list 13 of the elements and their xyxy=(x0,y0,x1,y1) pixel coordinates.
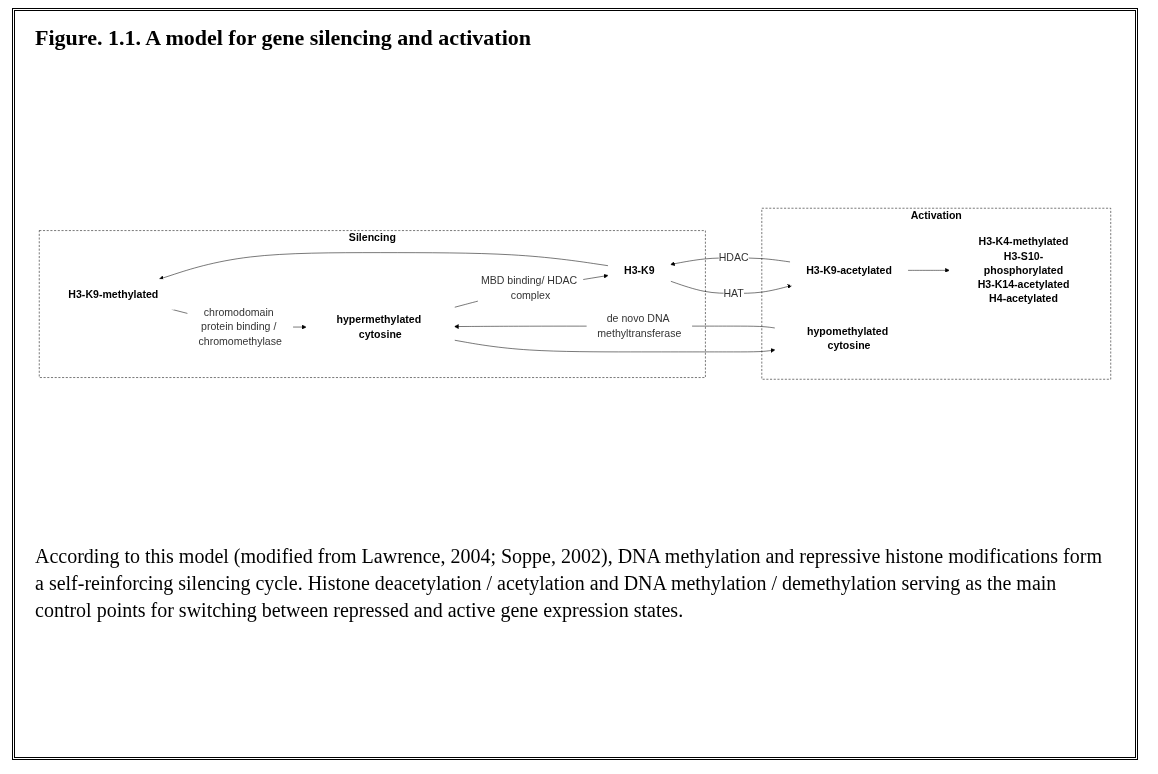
edge-label: de novo DNA methyltransferase xyxy=(597,313,682,340)
edge-label: MBD binding/ HDAC complex xyxy=(480,275,578,302)
node-text: H3-K4-methylated H3-S10-phosphorylated H3-K14-acetylated H4-acetylated xyxy=(977,235,1070,305)
node-text: hypomethylated cytosine xyxy=(807,325,889,352)
edge-label: HAT xyxy=(723,287,744,300)
node-text: H3-K9-methylated xyxy=(68,288,159,301)
node-text: H3-K9-acetylated xyxy=(806,264,892,277)
node-text: hypermethylated cytosine xyxy=(336,314,422,340)
caption: According to this model (modified from Lawrence, 2004; Soppe, 2002), DNA methylation and repressive histone modifications form a self-reinforcing silencing cycle. Histone deacetylation / acetylation and DNA methylation / demethylation serving as the main control points for switching between repressed and active gene expression states. xyxy=(35,544,1103,624)
edge-label: chromodomain protein binding / chromomethylase xyxy=(198,306,282,348)
node-text: H3-K9 xyxy=(624,264,655,277)
edge-label: HDAC xyxy=(718,252,749,264)
figure-title: Figure. 1.1. A model for gene silencing and activation xyxy=(35,25,533,51)
